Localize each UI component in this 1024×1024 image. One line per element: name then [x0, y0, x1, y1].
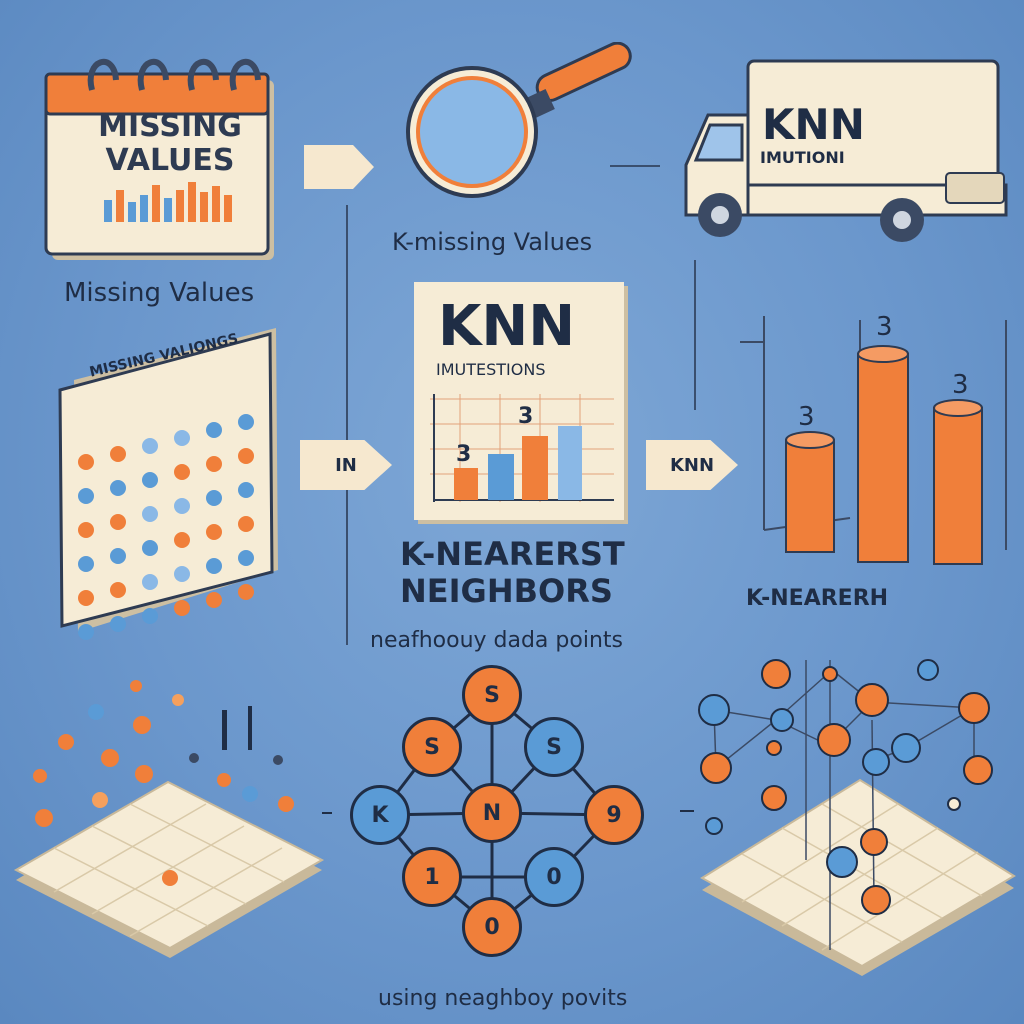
data-point [142, 438, 158, 454]
data-point [142, 574, 158, 590]
data-point [142, 608, 158, 624]
magnifier-caption: K-missing Values [392, 228, 593, 256]
data-point [174, 430, 190, 446]
bottom-caption: using neaghboy povits [378, 986, 628, 1011]
data-point [78, 522, 94, 538]
data-point [78, 488, 94, 504]
right-bar-label: 3 [798, 402, 815, 432]
card-bar [454, 468, 478, 500]
arrow-knn-tag: KNN [646, 440, 738, 490]
arrow-in-label: IN [335, 454, 357, 476]
connector-dash [680, 810, 694, 812]
data-point [110, 548, 126, 564]
data-point [206, 422, 222, 438]
data-point [206, 490, 222, 506]
data-point [110, 446, 126, 462]
scatter-plane-left [10, 670, 330, 960]
card-bar-chart [430, 394, 614, 502]
data-point [78, 556, 94, 572]
network-node: N [462, 783, 522, 843]
scatter-plane-right [696, 650, 1016, 980]
divider-line [694, 260, 696, 410]
arrow-right-icon [304, 145, 374, 189]
network-node: S [462, 665, 522, 725]
card-bar-label: 3 [518, 404, 534, 429]
network-node: 1 [402, 847, 462, 907]
data-point [142, 540, 158, 556]
arrow-knn-label: KNN [669, 454, 715, 476]
truck-title: KNN [762, 100, 865, 149]
network-node: 0 [524, 847, 584, 907]
card-bar [522, 436, 548, 500]
data-sheet-icon [44, 320, 284, 640]
data-point [174, 566, 190, 582]
truck-subtitle: IMUTIONI [760, 148, 845, 167]
network-node: S [524, 717, 584, 777]
data-point [174, 600, 190, 616]
data-point [174, 498, 190, 514]
right-bar-label: 3 [876, 312, 893, 342]
data-point [238, 448, 254, 464]
card-subtitle: IMUTESTIONS [436, 360, 546, 379]
data-point [238, 516, 254, 532]
calendar-title: MISSING VALUES [98, 109, 242, 178]
data-point [174, 464, 190, 480]
data-point [238, 414, 254, 430]
knn-card: KNN IMUTESTIONS 3 3 [414, 282, 624, 520]
neighbor-bars-chart [740, 300, 1020, 580]
magnifying-glass-icon [398, 41, 648, 202]
middle-heading-line2: NEIGHBORS [400, 572, 613, 610]
divider-line [346, 205, 348, 645]
data-point [206, 456, 222, 472]
data-point [110, 616, 126, 632]
calendar-caption: Missing Values [64, 278, 255, 308]
data-point [238, 482, 254, 498]
data-point [78, 590, 94, 606]
card-bar [558, 426, 582, 500]
right-bar-label: 3 [952, 370, 969, 400]
data-point [238, 584, 254, 600]
calendar-icon [44, 40, 284, 265]
truck-icon [680, 55, 1010, 250]
connector-dash [322, 812, 332, 814]
data-point [142, 472, 158, 488]
middle-heading-line1: K-NEARERST [400, 535, 625, 573]
data-point [206, 524, 222, 540]
network-node: 0 [462, 897, 522, 957]
middle-caption: neafhoouy dada points [370, 628, 623, 653]
network-node: 9 [584, 785, 644, 845]
network-node: S [402, 717, 462, 777]
card-bar [488, 454, 514, 500]
data-point [206, 592, 222, 608]
arrow-in-tag: IN [300, 440, 392, 490]
data-point [110, 582, 126, 598]
data-point [206, 558, 222, 574]
data-point [110, 514, 126, 530]
right-caption: K-NEARERH [746, 586, 889, 611]
card-title: KNN [438, 294, 576, 359]
data-point [238, 550, 254, 566]
card-bar-label: 3 [456, 442, 472, 467]
data-point [78, 454, 94, 470]
data-point [142, 506, 158, 522]
network-node: K [350, 785, 410, 845]
divider-line [610, 165, 660, 167]
data-point [110, 480, 126, 496]
data-point [174, 532, 190, 548]
data-point [78, 624, 94, 640]
